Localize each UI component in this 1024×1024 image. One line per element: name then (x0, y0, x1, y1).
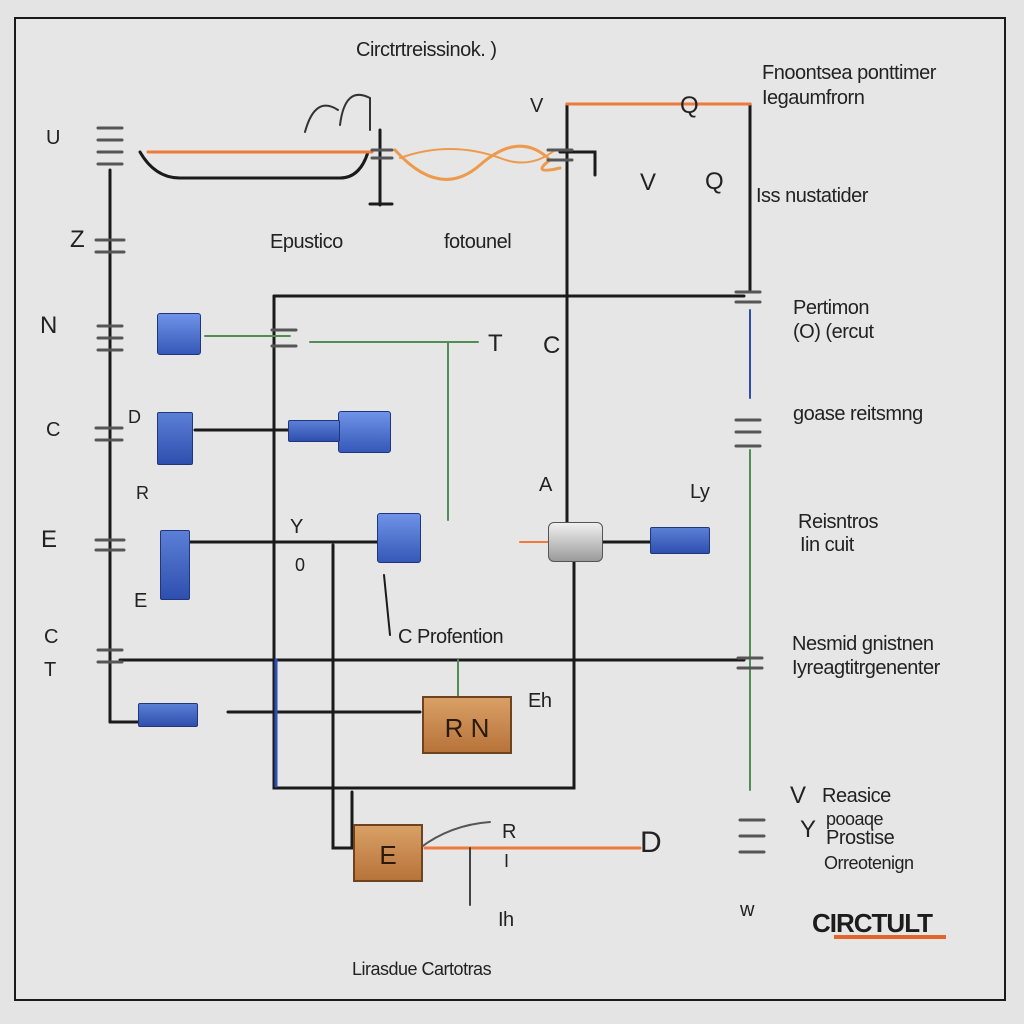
label-reisntros-1: Reisntros (798, 511, 878, 533)
label-pertimon-2: (O) (ercut (793, 321, 874, 343)
connector-block-1 (157, 313, 201, 355)
label-bottom: Lirasdue Cartotras (352, 959, 492, 979)
label-reasice: Reasice (822, 785, 891, 807)
label-v-mid: V (640, 169, 656, 196)
label-iss: Iss nustatider (756, 185, 868, 207)
label-c-profention: C Profention (398, 626, 504, 648)
label-a-mid: A (539, 474, 552, 496)
label-t-mid: T (488, 330, 503, 357)
cylinder-component (548, 522, 603, 562)
wire-t-bar (368, 128, 394, 207)
label-d-big: D (640, 826, 662, 859)
label-o-mid: 0 (295, 555, 305, 575)
connector-block-5 (377, 513, 421, 563)
connector-block-2 (157, 412, 193, 465)
label-q-mid: Q (705, 168, 724, 195)
brand-logo: CIRCTULT (812, 908, 933, 938)
label-prostise-3: Orreotenign (824, 853, 914, 873)
wire-top-bracket (138, 150, 370, 180)
label-left-e: E (41, 526, 57, 553)
label-left-n: N (40, 312, 57, 339)
label-epustico: Epustico (270, 231, 343, 253)
label-left-d: D (128, 407, 141, 427)
label-ly: Ly (690, 481, 710, 503)
relay-e-label: E (379, 840, 397, 870)
label-top-right-1: Fnoontsea ponttimer (762, 62, 936, 84)
connector-block-3 (338, 411, 391, 453)
label-th: Ih (498, 909, 514, 931)
label-y-reasice: Y (800, 816, 816, 843)
label-left-t: T (44, 659, 56, 681)
label-nesmid-2: Iyreagtitrgenenter (792, 657, 940, 679)
label-pertimon-1: Pertimon (793, 297, 870, 319)
wire-top-right-clamp (558, 150, 597, 177)
connector-block-6 (650, 527, 710, 554)
label-left-c2: C (44, 626, 58, 648)
label-left-z: Z (70, 226, 85, 253)
connector-block-7 (138, 703, 198, 727)
diagram-title: Circtrtreissinok. ) (356, 39, 497, 61)
label-top-right-2: Iegaumfrorn (762, 87, 865, 109)
wire-orange-twist-b (399, 148, 556, 164)
connector-plug-3 (288, 420, 340, 442)
label-left-u: U (46, 127, 60, 149)
wire-green-top (204, 335, 479, 343)
label-v-reasice: V (790, 782, 806, 809)
wire-row-bottom (108, 710, 422, 724)
relay-e: E (353, 824, 423, 882)
top-arc-component (304, 93, 371, 133)
label-goase: goase reitsmng (793, 403, 923, 425)
label-prostise-2: Prostise (826, 827, 895, 849)
wire-hook (419, 821, 491, 849)
label-left-rf: R (136, 483, 149, 503)
connector-block-4 (160, 530, 190, 600)
relay-rn-label: R N (444, 713, 490, 743)
wire-lower-vertical (331, 543, 357, 850)
terminal-marks (94, 126, 766, 854)
label-left-e2: E (134, 590, 147, 612)
label-i-small: I (504, 851, 509, 871)
label-left-c1: C (46, 419, 60, 441)
label-eh: Eh (528, 690, 552, 712)
wire-probe (383, 574, 391, 636)
diagram-frame (14, 17, 1006, 1001)
wire-lower-box (272, 558, 576, 790)
label-r-small: R (502, 821, 516, 843)
label-nesmid-1: Nesmid gnistnen (792, 633, 934, 655)
label-reisntros-2: Iin cuit (800, 534, 854, 556)
label-q-top: Q (680, 92, 699, 119)
label-v-top: V (530, 95, 543, 117)
brand-logo-underline (834, 935, 946, 939)
label-c-mid: C (543, 332, 560, 359)
label-w: w (740, 899, 754, 921)
label-y-mid: Y (290, 516, 303, 538)
relay-rn: R N (422, 696, 512, 754)
wire-orange-twist (393, 144, 562, 181)
label-fotounel: fotounel (444, 231, 512, 253)
label-prostise-1: pooaqe (826, 809, 884, 829)
